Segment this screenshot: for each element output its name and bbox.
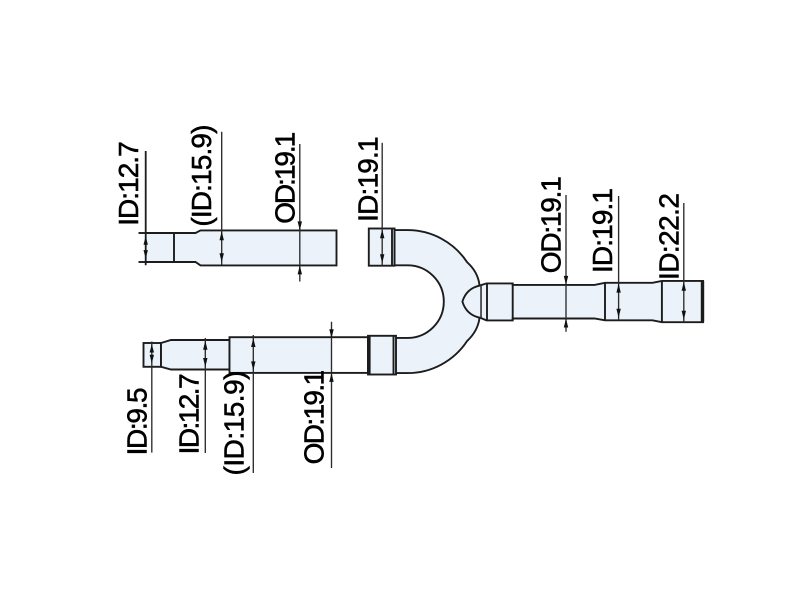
svg-text:ID:22.2: ID:22.2: [653, 193, 684, 280]
svg-text:ID:19.1: ID:19.1: [587, 188, 618, 273]
svg-text:ID:12.7: ID:12.7: [113, 141, 144, 226]
svg-text:ID:19.1: ID:19.1: [353, 136, 384, 222]
svg-text:OD:19.1: OD:19.1: [535, 176, 566, 273]
svg-text:OD:19.1: OD:19.1: [270, 132, 301, 224]
svg-text:OD:19.1: OD:19.1: [299, 370, 330, 465]
svg-text:ID:12.7: ID:12.7: [174, 373, 205, 454]
svg-text:(ID:15.9): (ID:15.9): [219, 371, 250, 476]
svg-text:(ID:15.9): (ID:15.9): [186, 125, 217, 227]
svg-text:ID:9.5: ID:9.5: [121, 387, 152, 455]
